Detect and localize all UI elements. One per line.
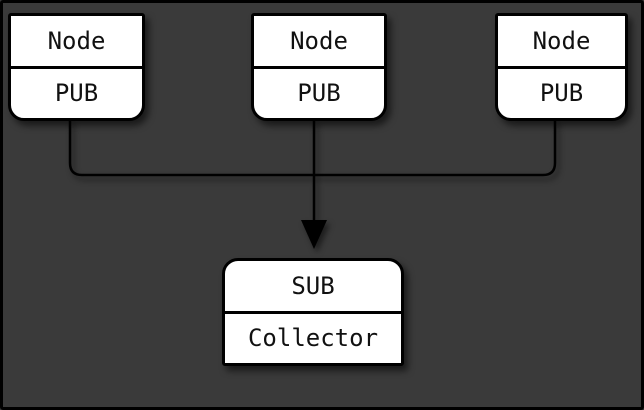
pub-socket-label: PUB: [54, 79, 99, 108]
collector-title-label: Collector: [247, 324, 379, 353]
sub-socket-label: SUB: [291, 271, 335, 300]
sub-socket-cell: SUB: [225, 261, 401, 314]
publisher-box-2: Node PUB: [251, 13, 387, 121]
publisher-box-1: Node PUB: [8, 13, 145, 121]
node-title-cell: Node: [254, 16, 384, 69]
arrowhead-down-icon: [301, 220, 327, 249]
collector-title-cell: Collector: [225, 314, 401, 364]
pub-socket-label: PUB: [539, 79, 584, 108]
pub-socket-cell: PUB: [11, 69, 142, 119]
publisher-box-3: Node PUB: [495, 13, 628, 121]
pub-socket-cell: PUB: [254, 69, 384, 119]
node-title-label: Node: [290, 26, 348, 55]
pub-socket-label: PUB: [297, 79, 341, 108]
subscriber-box: SUB Collector: [222, 258, 404, 366]
fanin-bus-line: [68, 118, 557, 177]
node-title-label: Node: [47, 26, 106, 55]
node-title-cell: Node: [11, 16, 142, 69]
pub-socket-cell: PUB: [498, 69, 625, 119]
node-title-cell: Node: [498, 16, 625, 69]
node-title-label: Node: [532, 26, 591, 55]
